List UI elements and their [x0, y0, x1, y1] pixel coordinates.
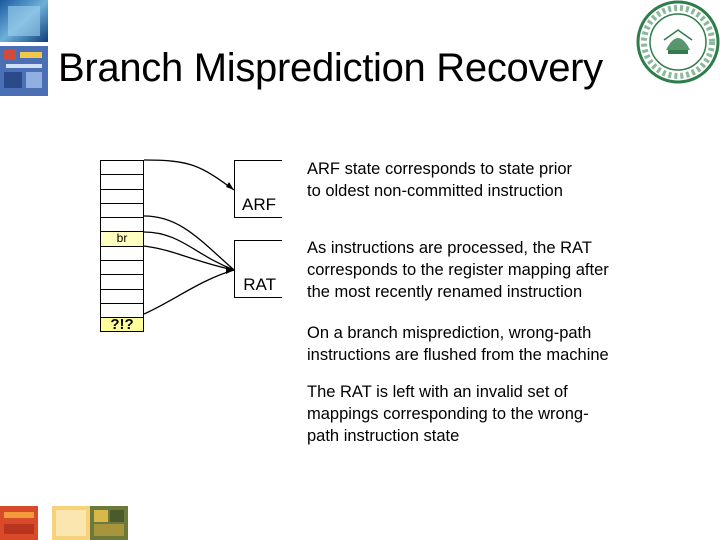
note-line: corresponds to the register mapping afte… — [307, 261, 609, 279]
note-misprediction: On a branch misprediction, wrong-path in… — [307, 322, 647, 366]
arrow-rob-to-rat-4 — [143, 269, 235, 315]
note-line: ARF state corresponds to state prior — [307, 160, 573, 178]
rob-entry — [100, 302, 144, 318]
rob-entry — [100, 217, 144, 232]
note-line: On a branch misprediction, wrong-path — [307, 324, 592, 342]
rob-entry — [100, 174, 144, 189]
rob-entry — [100, 245, 144, 261]
rob-wrong-path-entry: ?!? — [100, 317, 144, 332]
arrowhead-arf — [226, 182, 234, 190]
rob-column: br ?!? — [100, 160, 144, 332]
arrow-rob-to-rat-3 — [143, 245, 235, 271]
chip-strip-icon — [0, 506, 128, 540]
rob-entry — [100, 188, 144, 203]
arf-box: ARF — [234, 160, 282, 218]
rat-box: RAT — [234, 240, 282, 298]
rob-entry — [100, 288, 144, 303]
arrow-rob-to-rat-1 — [143, 215, 235, 271]
rat-label: RAT — [243, 275, 276, 294]
institute-seal-icon — [636, 0, 720, 84]
note-arf-state: ARF state corresponds to state prior to … — [307, 158, 647, 202]
arrowhead-rat — [226, 266, 234, 274]
rob-branch-entry: br — [100, 231, 144, 246]
arf-label: ARF — [242, 195, 276, 214]
arrow-rob-to-rat-2 — [143, 231, 235, 271]
rob-entry — [100, 260, 144, 275]
note-line: mappings corresponding to the wrong- — [307, 405, 589, 423]
note-line: The RAT is left with an invalid set of — [307, 383, 568, 401]
note-line: instructions are flushed from the machin… — [307, 346, 609, 364]
rob-entry — [100, 274, 144, 289]
slide-title: Branch Misprediction Recovery — [58, 46, 603, 90]
note-line: path instruction state — [307, 427, 460, 445]
chip-logo-icon — [0, 0, 48, 96]
note-line: As instructions are processed, the RAT — [307, 239, 592, 257]
arrow-rob-to-arf — [143, 159, 235, 191]
note-line: to oldest non-committed instruction — [307, 182, 563, 200]
rob-entry — [100, 202, 144, 218]
note-line: the most recently renamed instruction — [307, 283, 583, 301]
note-rat-mapping: As instructions are processed, the RAT c… — [307, 237, 647, 303]
rob-entry — [100, 160, 144, 175]
note-invalid-rat: The RAT is left with an invalid set of m… — [307, 381, 647, 447]
